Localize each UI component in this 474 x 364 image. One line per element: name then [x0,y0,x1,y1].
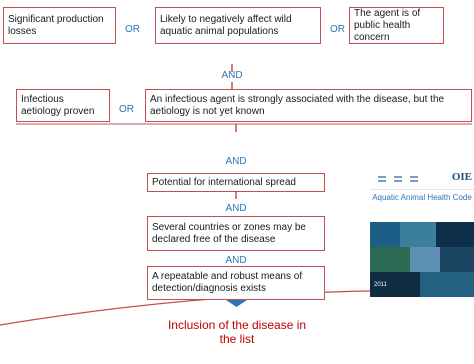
criterion-associated-agent: An infectious agent is strongly associat… [145,89,472,122]
criterion-infectious-aetiology: Infectious aetiology proven [16,89,110,122]
and-operator-3: AND [225,203,247,214]
criterion-associated-agent-text: An infectious agent is strongly associat… [150,93,445,117]
cover-photo-tile [400,222,436,247]
cover-photo-collage: 2011 [370,222,474,297]
criterion-declared-free: Several countries or zones may be declar… [147,216,325,251]
cover-photo-tile [420,272,474,297]
cover-photo-tile [410,247,440,272]
or-operator-1: OR [125,24,140,35]
and-operator-1: AND [221,70,243,81]
criterion-production-losses: Significant production losses [3,7,116,44]
criterion-wild-populations-text: Likely to negatively affect wild aquatic… [160,13,292,37]
criterion-international-spread-text: Potential for international spread [152,176,296,188]
criterion-wild-populations: Likely to negatively affect wild aquatic… [155,7,321,44]
cover-photo-tile [436,222,474,247]
criterion-public-health: The agent is of public health concern [349,7,444,44]
criterion-international-spread: Potential for international spread [147,173,325,192]
cover-stripes-icon [378,176,418,182]
criterion-detection-diagnosis-text: A repeatable and robust means of detecti… [152,271,303,294]
cover-title: Aquatic Animal Health Code [370,190,474,222]
criterion-public-health-text: The agent is of public health concern [354,7,421,43]
aquatic-code-cover-image: OIE Aquatic Animal Health Code 2011 [370,167,474,297]
or-operator-3: OR [119,104,134,115]
cover-logo: OIE [451,171,472,183]
criterion-infectious-aetiology-text: Infectious aetiology proven [21,93,95,117]
or-operator-2: OR [330,24,345,35]
cover-photo-tile [370,222,400,247]
and-operator-2: AND [225,156,247,167]
criterion-declared-free-text: Several countries or zones may be declar… [152,221,306,245]
cover-year: 2011 [374,282,387,288]
and-operator-4: AND [225,255,247,266]
criterion-detection-diagnosis: A repeatable and robust means of detecti… [147,266,325,300]
criterion-production-losses-text: Significant production losses [8,13,104,37]
cover-photo-tile [370,247,410,272]
cover-header: OIE [370,167,474,190]
cover-photo-tile [370,272,420,297]
result-inclusion-text: Inclusion of the disease in the list [167,318,307,346]
cover-photo-tile [440,247,474,272]
